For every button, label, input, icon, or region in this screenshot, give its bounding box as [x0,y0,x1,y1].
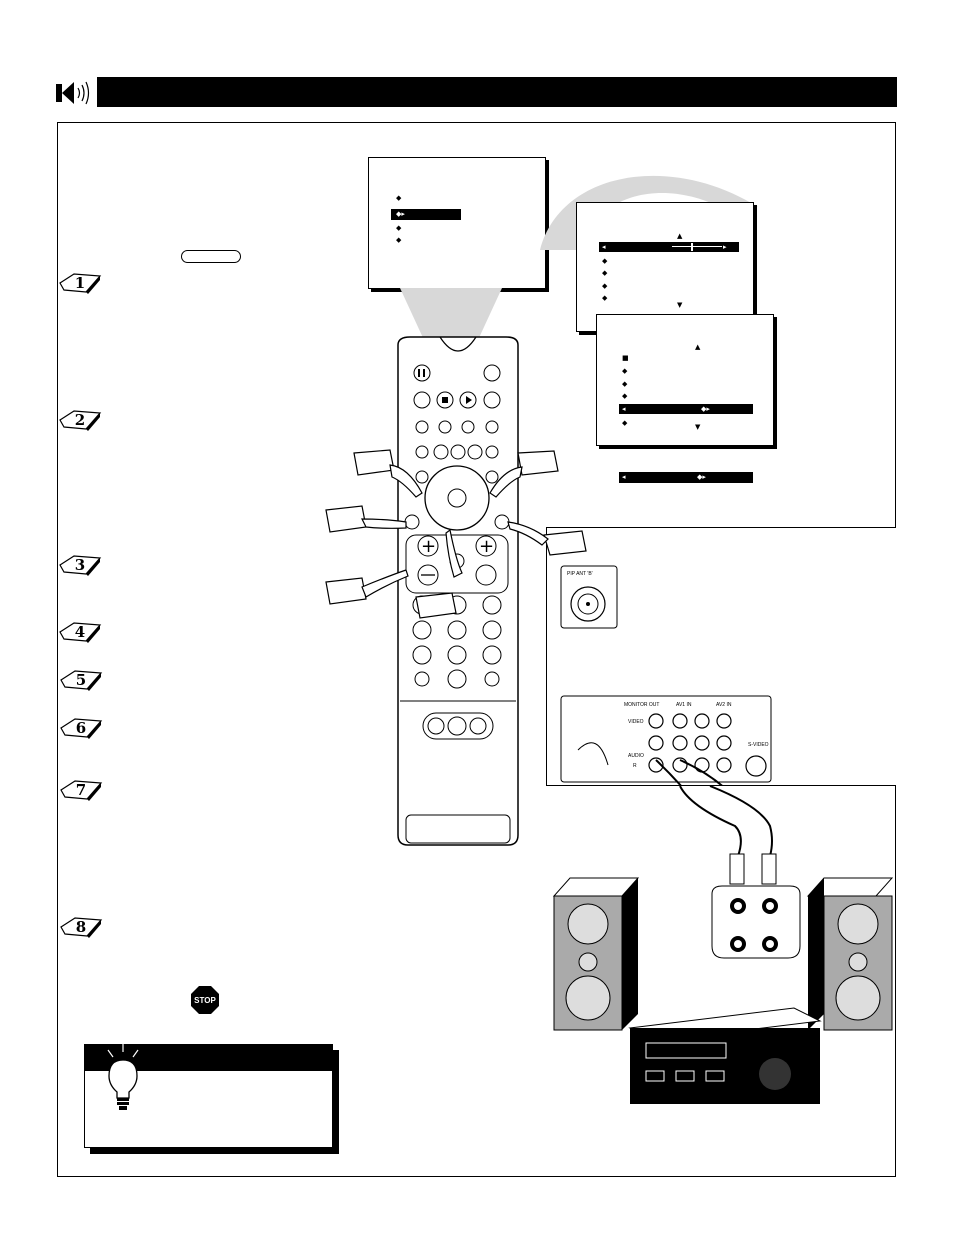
remote-control: + + [325,336,587,846]
step-number: 5 [76,671,86,689]
step-number: 3 [75,556,85,574]
step-marker-7: 7 [60,780,103,801]
svg-text:+: + [479,536,494,557]
step-marker-3: 3 [59,555,102,576]
lightbulb-icon [99,1044,147,1110]
ir-beam [400,288,502,340]
menu-option-bar: ◂ ◆▸ [619,472,753,483]
s-video-label: S-VIDEO [748,742,769,748]
pip-antenna-label: PIP ANT 'B' [567,571,593,577]
av1-in-label: AV1 IN [676,702,692,708]
step-marker-1: 1 [59,273,102,294]
speaker-icon [56,81,90,105]
av2-in-label: AV2 IN [716,702,732,708]
step-number: 6 [76,719,86,737]
audio-system-illustration [552,786,894,1104]
step-marker-4: 4 [59,622,102,643]
swoosh-arrow [540,175,758,250]
step-marker-5: 5 [60,670,103,691]
video-label: VIDEO [628,719,644,725]
step-marker-2: 2 [59,410,102,431]
step-number: 2 [75,411,85,429]
header-bar [97,77,897,107]
stop-sign-label: STOP [194,996,216,1005]
onscreen-menu-audio-out: ▲ ■ ◆ ◆ ◆ ◂ ◆▸ ◆ ▼ [596,314,774,446]
audio-r-label: R [633,763,637,769]
step-number: 4 [75,623,85,641]
step-number: 1 [75,274,85,292]
step-number: 7 [76,781,86,799]
jack-panel: PIP ANT 'B' MONITOR OUT AV1 IN AV2 IN VI… [560,565,772,786]
step-marker-8: 8 [60,917,103,938]
menu-highlight-bar [391,209,461,220]
stop-icon: STOP [191,986,219,1014]
step-number: 8 [76,918,86,936]
onscreen-menu-audio: ▲ ◂ ▸ ◆ ◆ ◆ ◆ ▼ [576,202,754,332]
step-marker-6: 6 [60,718,103,739]
monitor-out-label: MONITOR OUT [624,702,659,708]
onscreen-menu-main: ◆ ◆▸ ◆ ◆ [368,157,546,289]
svg-text:+: + [421,536,436,557]
audio-label: AUDIO [628,753,644,759]
menu-button-graphic [181,250,241,263]
